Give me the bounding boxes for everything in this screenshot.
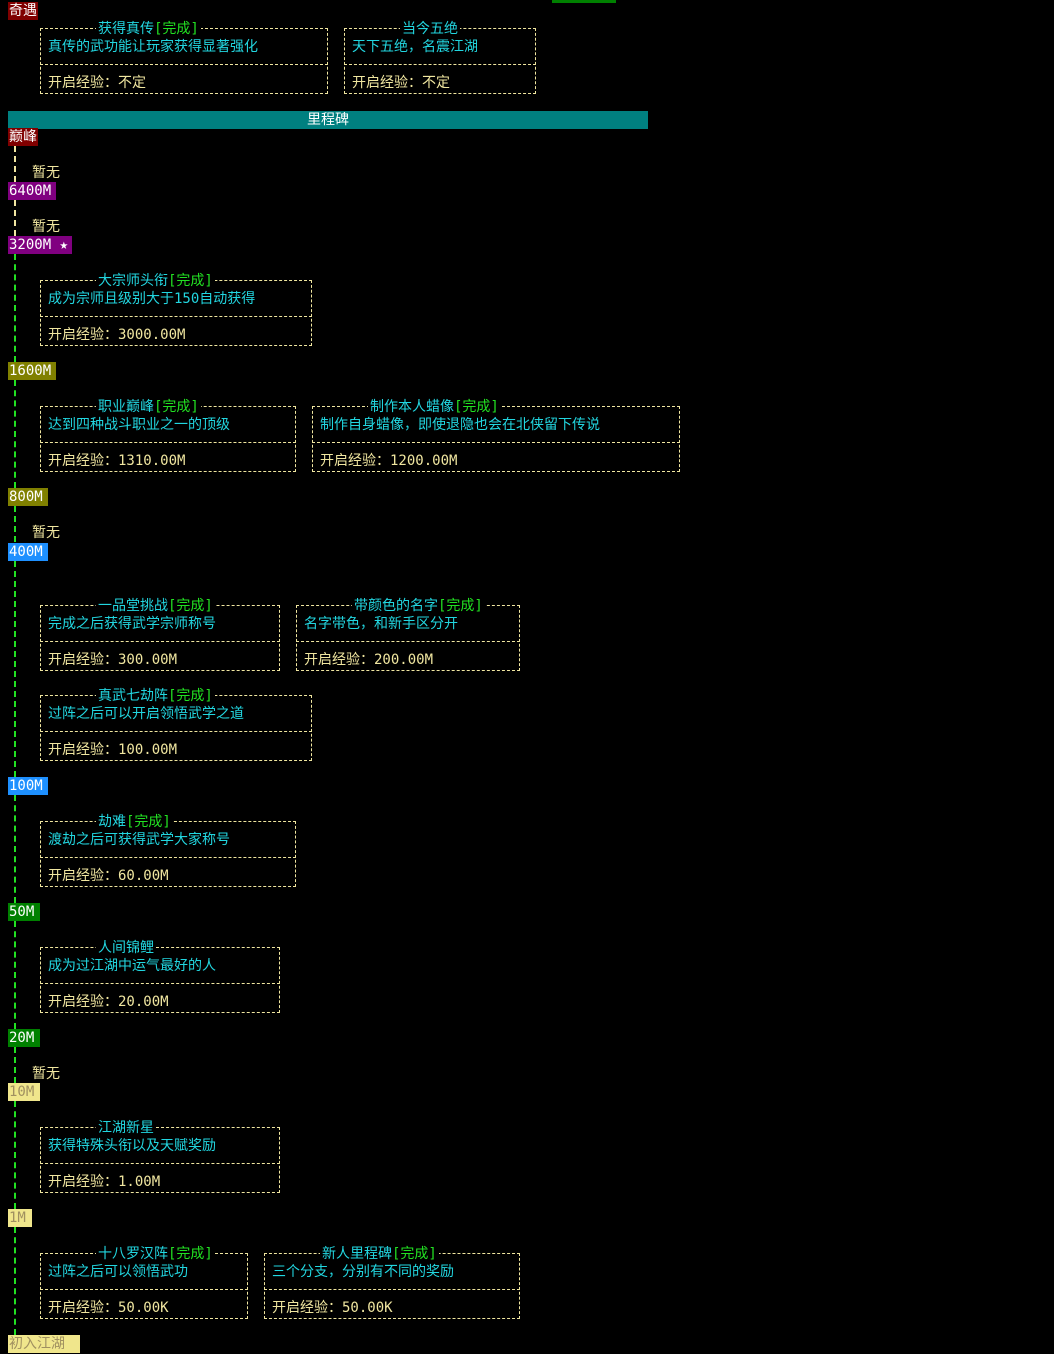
card-exp: 开启经验：1.00M — [48, 1174, 161, 1190]
card-title: 人间锦鲤 — [96, 939, 156, 957]
timeline-line — [14, 795, 16, 903]
top-progress-bar — [552, 0, 616, 3]
card-wujue[interactable]: 当今五绝 天下五绝，名震江湖 开启经验：不定 — [344, 20, 536, 94]
empty-text: 暂无 — [32, 525, 60, 541]
card-title: 职业巅峰[完成] — [96, 398, 201, 416]
card-laxiang[interactable]: 制作本人蜡像[完成] 制作自身蜡像，即使退隐也会在北侠留下传说 开启经验：120… — [312, 398, 680, 472]
card-desc: 过阵之后可以开启领悟武学之道 — [48, 706, 244, 722]
card-jinli[interactable]: 人间锦鲤 成为过江湖中运气最好的人 开启经验：20.00M — [40, 939, 280, 1013]
timeline-line — [14, 921, 16, 1029]
timeline-line — [14, 380, 16, 488]
status-badge: [完成] — [438, 598, 483, 614]
card-desc: 真传的武功能让玩家获得显著强化 — [48, 39, 258, 55]
tier-label-100m: 100M — [8, 777, 48, 795]
status-badge: [完成] — [168, 598, 213, 614]
card-jienan[interactable]: 劫难[完成] 渡劫之后可获得武学大家称号 开启经验：60.00M — [40, 813, 296, 887]
status-badge: [完成] — [168, 273, 213, 289]
status-badge: [完成] — [168, 1246, 213, 1262]
card-title: 带颜色的名字[完成] — [352, 597, 485, 615]
tier-label-peak: 巅峰 — [8, 128, 38, 146]
card-title: 新人里程碑[完成] — [320, 1245, 439, 1263]
status-badge: [完成] — [154, 21, 199, 37]
card-yipintang[interactable]: 一品堂挑战[完成] 完成之后获得武学宗师称号 开启经验：300.00M — [40, 597, 280, 671]
status-badge: [完成] — [392, 1246, 437, 1262]
card-desc: 获得特殊头衔以及天赋奖励 — [48, 1138, 216, 1154]
tier-label-1600m: 1600M — [8, 362, 56, 380]
card-title: 十八罗汉阵[完成] — [96, 1245, 215, 1263]
tier-label-20m: 20M — [8, 1029, 40, 1047]
empty-text: 暂无 — [32, 1066, 60, 1082]
card-desc: 名字带色，和新手区分开 — [304, 616, 458, 632]
card-desc: 天下五绝，名震江湖 — [352, 39, 478, 55]
card-exp: 开启经验：不定 — [48, 75, 146, 91]
tier-label-400m: 400M — [8, 543, 48, 561]
timeline-line — [14, 146, 16, 182]
card-luohan[interactable]: 十八罗汉阵[完成] 过阵之后可以领悟武功 开启经验：50.00K — [40, 1245, 248, 1319]
tier-label-10m: 10M — [8, 1083, 40, 1101]
star-icon: ★ — [59, 237, 69, 253]
card-exp: 开启经验：300.00M — [48, 652, 178, 668]
empty-text: 暂无 — [32, 165, 60, 181]
timeline-line — [14, 1227, 16, 1335]
card-desc: 完成之后获得武学宗师称号 — [48, 616, 216, 632]
card-colorname[interactable]: 带颜色的名字[完成] 名字带色，和新手区分开 开启经验：200.00M — [296, 597, 520, 671]
card-desc: 成为宗师且级别大于150自动获得 — [48, 291, 256, 307]
card-exp: 开启经验：20.00M — [48, 994, 169, 1010]
card-title: 获得真传[完成] — [96, 20, 201, 38]
card-exp: 开启经验：100.00M — [48, 742, 178, 758]
card-title: 当今五绝 — [400, 20, 460, 38]
card-dazongshi[interactable]: 大宗师头衔[完成] 成为宗师且级别大于150自动获得 开启经验：3000.00M — [40, 272, 312, 346]
card-title: 真武七劫阵[完成] — [96, 687, 215, 705]
status-badge: [完成] — [154, 399, 199, 415]
card-exp: 开启经验：1310.00M — [48, 453, 186, 469]
timeline-line — [14, 506, 16, 542]
card-title: 江湖新星 — [96, 1119, 156, 1137]
tier-label-800m: 800M — [8, 488, 48, 506]
tier-label-6400m: 6400M — [8, 182, 56, 200]
tier-label-50m: 50M — [8, 903, 40, 921]
tier-label-3200m: 3200M ★ — [8, 236, 72, 254]
timeline-line — [14, 1101, 16, 1209]
status-badge: [完成] — [454, 399, 499, 415]
card-exp: 开启经验：50.00K — [48, 1300, 169, 1316]
card-exp: 开启经验：200.00M — [304, 652, 434, 668]
milestone-banner: 里程碑 — [8, 111, 648, 129]
card-xinxing[interactable]: 江湖新星 获得特殊头衔以及天赋奖励 开启经验：1.00M — [40, 1119, 280, 1193]
tier-label-1m: 1M — [8, 1209, 32, 1227]
card-title: 劫难[完成] — [96, 813, 173, 831]
section-label-qiyu: 奇遇 — [8, 2, 38, 20]
card-desc: 过阵之后可以领悟武功 — [48, 1264, 188, 1280]
tier-label-start: 初入江湖 — [8, 1335, 80, 1353]
status-badge: [完成] — [168, 688, 213, 704]
timeline-line — [14, 1047, 16, 1083]
card-desc: 制作自身蜡像，即使退隐也会在北侠留下传说 — [320, 417, 600, 433]
card-zhenchuan[interactable]: 获得真传[完成] 真传的武功能让玩家获得显著强化 开启经验：不定 — [40, 20, 328, 94]
card-exp: 开启经验：3000.00M — [48, 327, 186, 343]
card-zhiyedianfeng[interactable]: 职业巅峰[完成] 达到四种战斗职业之一的顶级 开启经验：1310.00M — [40, 398, 296, 472]
card-desc: 达到四种战斗职业之一的顶级 — [48, 417, 230, 433]
card-desc: 成为过江湖中运气最好的人 — [48, 958, 216, 974]
card-desc: 渡劫之后可获得武学大家称号 — [48, 832, 230, 848]
status-badge: [完成] — [126, 814, 171, 830]
card-title: 一品堂挑战[完成] — [96, 597, 215, 615]
card-title: 大宗师头衔[完成] — [96, 272, 215, 290]
card-exp: 开启经验：不定 — [352, 75, 450, 91]
card-exp: 开启经验：1200.00M — [320, 453, 458, 469]
card-exp: 开启经验：50.00K — [272, 1300, 393, 1316]
timeline-line — [14, 200, 16, 236]
card-zhenwu[interactable]: 真武七劫阵[完成] 过阵之后可以开启领悟武学之道 开启经验：100.00M — [40, 687, 312, 761]
card-desc: 三个分支，分别有不同的奖励 — [272, 1264, 454, 1280]
empty-text: 暂无 — [32, 219, 60, 235]
card-title: 制作本人蜡像[完成] — [368, 398, 501, 416]
timeline-line — [14, 561, 16, 777]
card-exp: 开启经验：60.00M — [48, 868, 169, 884]
card-xinren[interactable]: 新人里程碑[完成] 三个分支，分别有不同的奖励 开启经验：50.00K — [264, 1245, 520, 1319]
timeline-line — [14, 254, 16, 362]
